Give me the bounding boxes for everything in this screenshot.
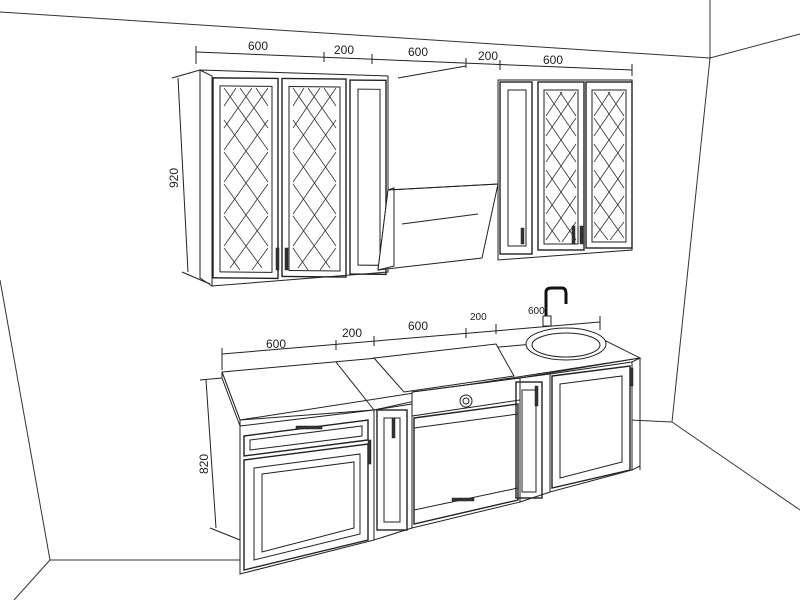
lower-cabinets [221,286,642,575]
upper-cabinets [199,65,633,287]
upper-dimensions: 600 200 600 200 600 920 [167,39,633,285]
upper-handle-5 [571,225,576,245]
lower-dim-5: 600 [528,306,545,317]
lattice-2 [292,87,337,271]
upper-handle-6 [579,225,584,245]
lattice-4 [593,91,625,241]
lower-dimensions: 600 200 600 200 600 820 [197,306,601,541]
lower-door-narrow-left [367,403,413,541]
upper-dim-3: 600 [408,45,428,59]
range-hood [377,65,499,271]
drawer-handle [295,425,323,430]
lower-door-narrow-right [515,373,551,503]
upper-dim-1: 600 [248,39,268,53]
lower-handle-4 [629,367,634,387]
upper-door-narrow-left [349,79,387,276]
lower-handle-3 [534,385,539,407]
upper-dim-5: 600 [543,53,563,67]
oven-handle [451,497,475,502]
upper-dim-2: 200 [334,43,354,57]
lower-handle-1 [367,439,372,465]
lower-dim-4: 200 [470,312,487,323]
lower-dim-2: 200 [342,326,362,340]
upper-door-4 [537,81,585,251]
upper-door-5 [585,81,633,249]
lower-door-1 [243,443,369,571]
lower-handle-2 [391,417,396,439]
lattice-3 [545,91,577,243]
oven [411,377,521,529]
lower-door-sink [549,361,634,493]
upper-dim-4: 200 [478,49,498,63]
lower-dim-1: 600 [266,337,286,351]
cooktop [372,343,515,393]
upper-door-narrow-right [499,81,533,255]
sink [525,327,607,361]
faucet [542,286,568,327]
lower-dim-height: 820 [197,454,211,474]
upper-handle-4 [520,227,525,245]
upper-door-1 [212,77,279,280]
lattice-1 [223,87,269,271]
upper-dim-height: 920 [167,168,181,188]
lower-dim-3: 600 [408,319,428,333]
upper-door-2 [281,77,347,278]
upper-handle-2 [275,247,280,271]
upper-handle-1 [284,247,289,271]
